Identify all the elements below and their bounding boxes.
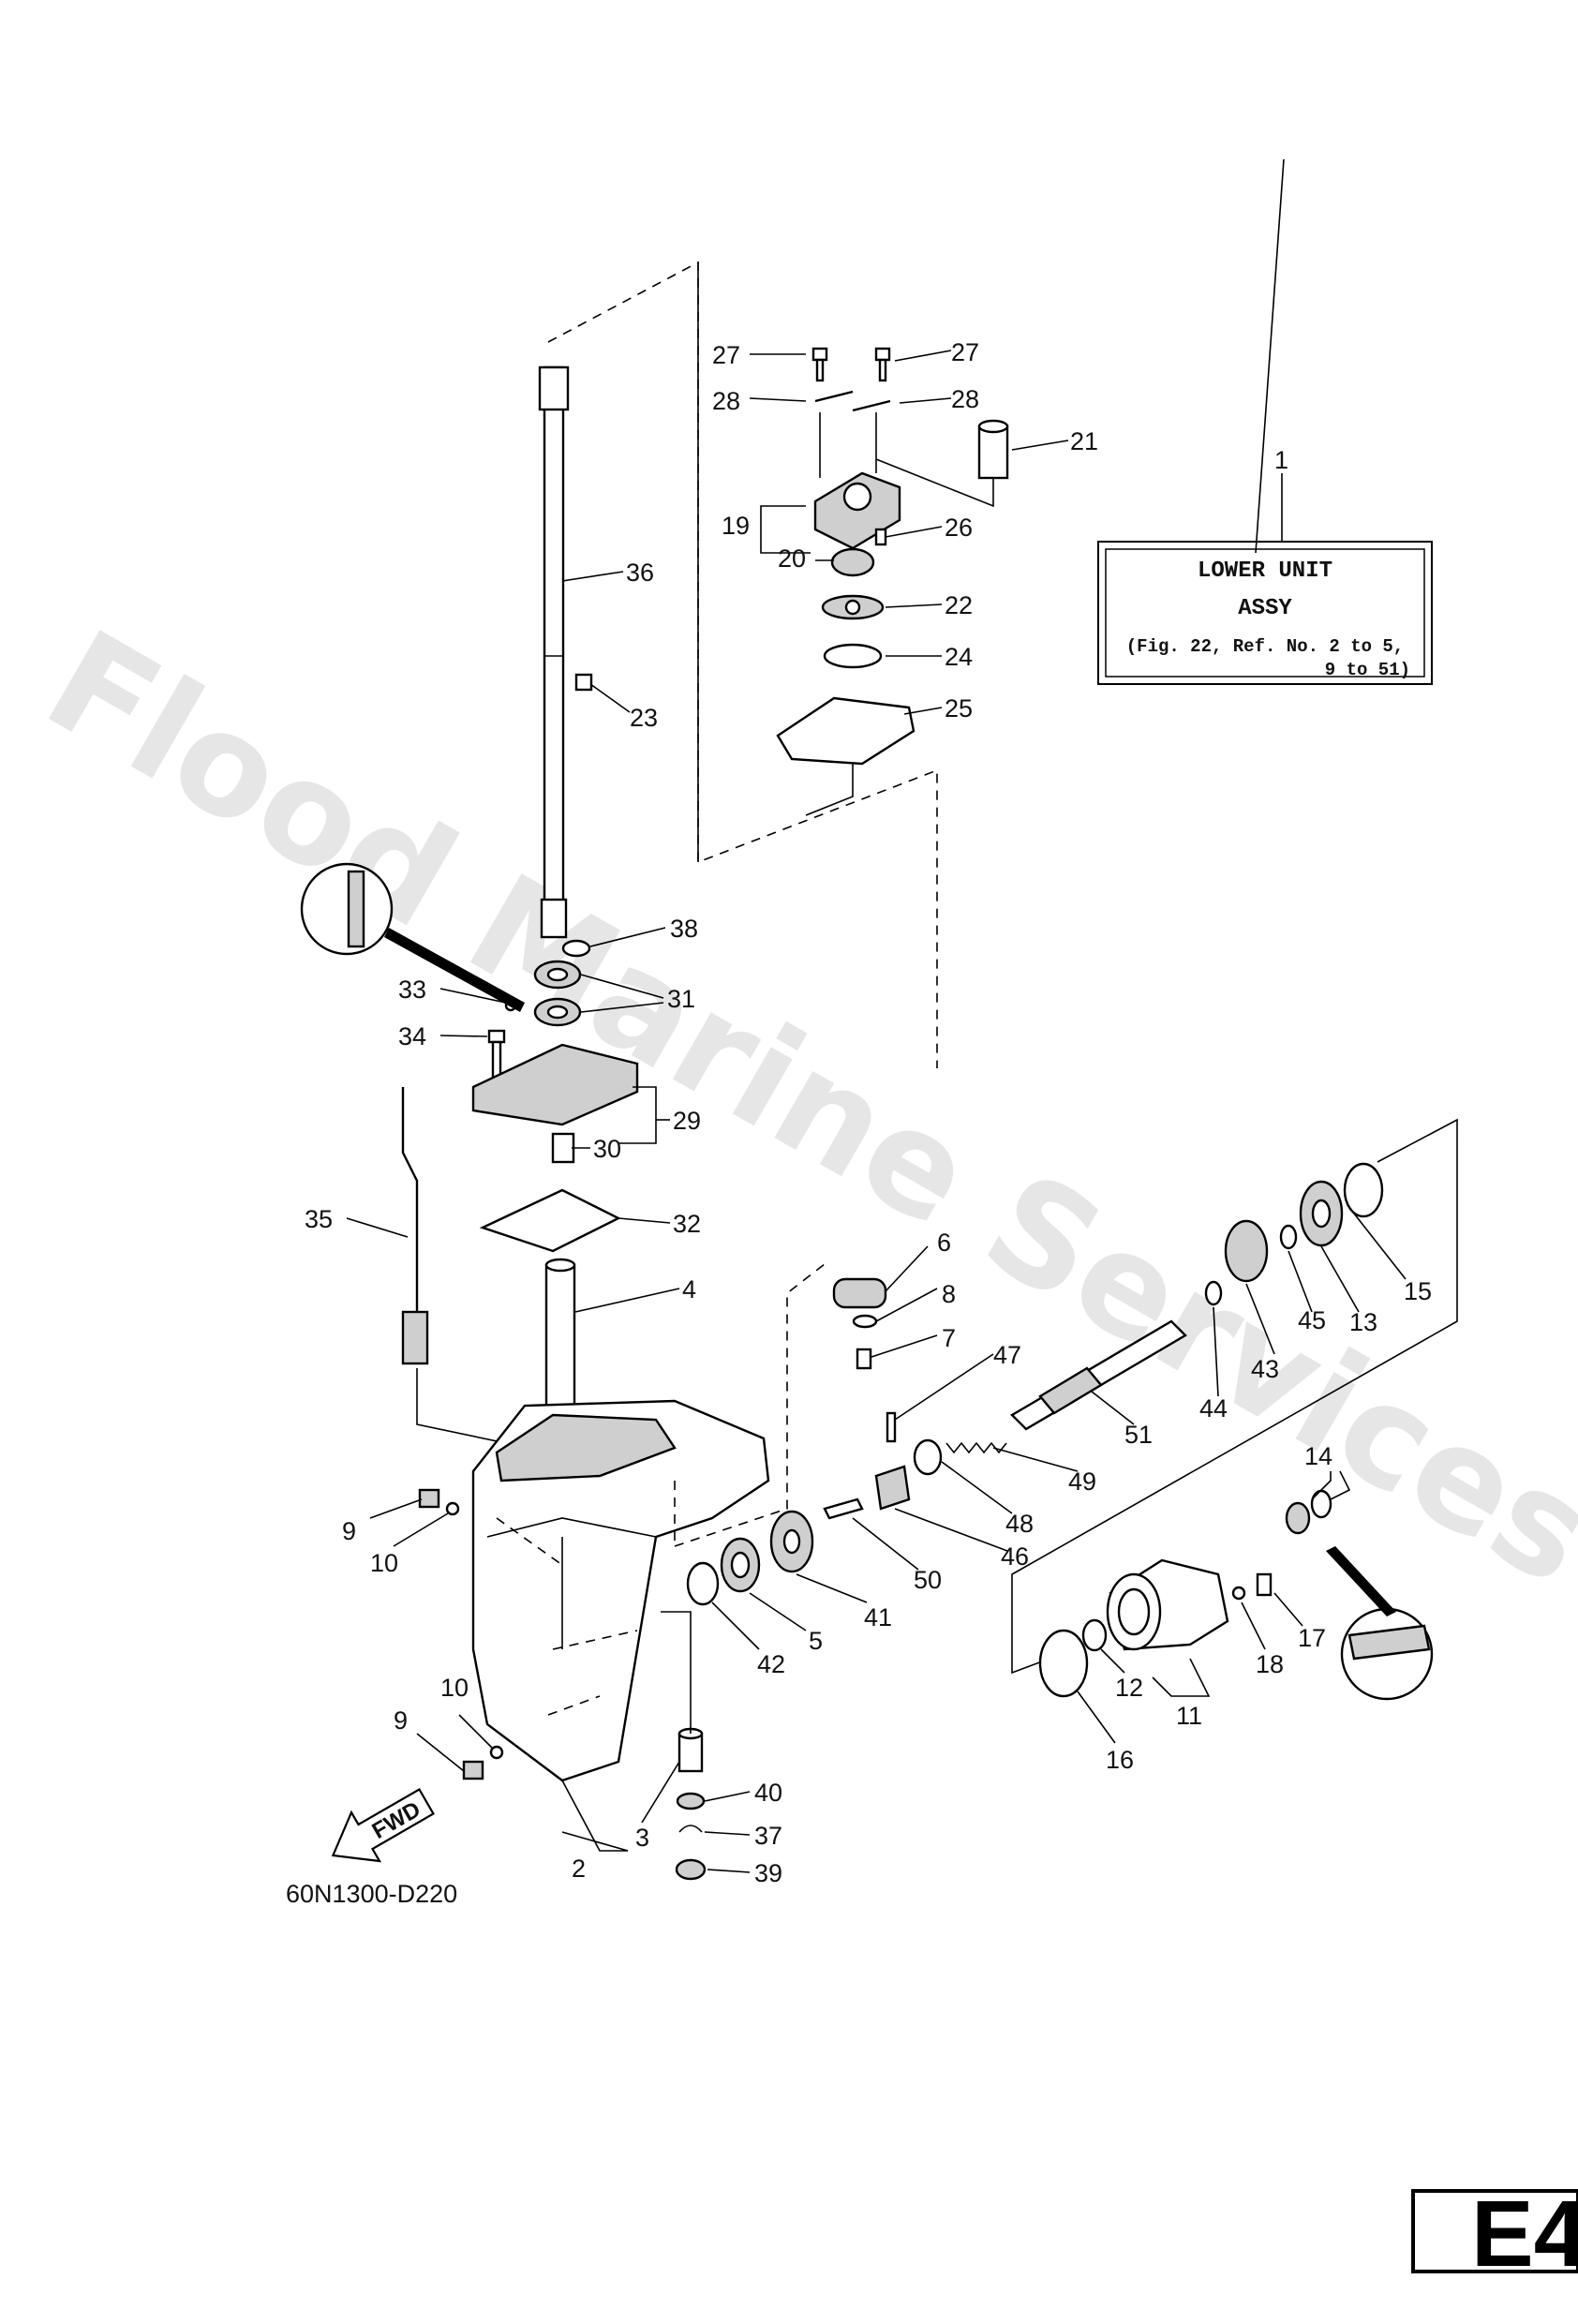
callout: 25 bbox=[945, 694, 973, 723]
callout: 28 bbox=[712, 387, 740, 415]
callout: 15 bbox=[1404, 1277, 1432, 1305]
callout: 36 bbox=[626, 559, 654, 587]
title-box-ref: 1 bbox=[1274, 446, 1288, 474]
callout: 41 bbox=[864, 1603, 892, 1631]
callout: 31 bbox=[667, 985, 695, 1013]
callout: 8 bbox=[942, 1280, 956, 1308]
callout: 30 bbox=[593, 1135, 621, 1163]
callout: 46 bbox=[1001, 1542, 1029, 1571]
page-tag: E4 bbox=[1411, 2182, 1578, 2287]
callout: 39 bbox=[754, 1859, 782, 1887]
callout: 18 bbox=[1256, 1650, 1284, 1678]
callout: 20 bbox=[778, 544, 806, 573]
callout: 29 bbox=[673, 1107, 701, 1135]
callout: 12 bbox=[1115, 1674, 1143, 1702]
callout: 34 bbox=[398, 1022, 426, 1050]
callout: 9 bbox=[342, 1517, 356, 1545]
lower-case bbox=[418, 1259, 830, 1881]
callout: 49 bbox=[1068, 1467, 1096, 1496]
callout: 5 bbox=[809, 1627, 823, 1655]
callout: 45 bbox=[1298, 1306, 1326, 1334]
callout: 2 bbox=[572, 1855, 586, 1883]
leader-lines bbox=[346, 158, 1407, 1873]
callout: 14 bbox=[1304, 1442, 1332, 1470]
callout: 23 bbox=[630, 704, 658, 732]
callout: 13 bbox=[1349, 1308, 1377, 1336]
callout: 47 bbox=[993, 1341, 1021, 1369]
title-box-line1: LOWER UNIT bbox=[1198, 559, 1332, 584]
title-box-line4: 9 to 51) bbox=[1325, 660, 1410, 680]
assembly-title-box: 1 LOWER UNIT ASSY (Fig. 22, Ref. No. 2 t… bbox=[1097, 446, 1433, 685]
page-tag-label: E4 bbox=[1471, 2182, 1578, 2287]
callout: 50 bbox=[914, 1566, 942, 1594]
callout: 35 bbox=[305, 1205, 333, 1233]
callout: 4 bbox=[682, 1275, 696, 1304]
callout: 40 bbox=[754, 1779, 782, 1807]
callout-labels: 27 27 28 28 21 19 26 20 22 24 25 36 23 3… bbox=[305, 338, 1432, 1887]
callout: 24 bbox=[945, 643, 973, 671]
driveshaft-assembly bbox=[300, 261, 938, 1444]
callout: 22 bbox=[945, 591, 973, 619]
callout: 26 bbox=[945, 514, 973, 542]
callout: 10 bbox=[370, 1549, 398, 1577]
water-pump-assembly bbox=[776, 347, 1009, 816]
callout: 33 bbox=[398, 976, 426, 1004]
title-box-line3: (Fig. 22, Ref. No. 2 to 5, bbox=[1126, 636, 1404, 657]
callout: 28 bbox=[951, 385, 979, 413]
callout: 11 bbox=[1176, 1702, 1202, 1730]
callout: 38 bbox=[670, 915, 698, 943]
callout: 16 bbox=[1106, 1746, 1134, 1774]
callout: 27 bbox=[951, 338, 979, 366]
callout: 3 bbox=[635, 1824, 649, 1852]
callout: 17 bbox=[1298, 1624, 1326, 1652]
drawing-code: 60N1300-D220 bbox=[286, 1880, 457, 1908]
callout: 9 bbox=[394, 1706, 408, 1735]
title-box-line2: ASSY bbox=[1238, 596, 1292, 621]
callout: 21 bbox=[1070, 427, 1098, 455]
callout: 19 bbox=[722, 512, 750, 540]
callout: 37 bbox=[754, 1822, 782, 1850]
callout: 42 bbox=[757, 1650, 785, 1678]
callout: 48 bbox=[1005, 1510, 1034, 1538]
callout: 10 bbox=[440, 1674, 469, 1702]
callout: 32 bbox=[673, 1210, 701, 1238]
callout: 6 bbox=[937, 1229, 951, 1257]
callout: 44 bbox=[1199, 1394, 1228, 1423]
callout: 7 bbox=[942, 1324, 956, 1352]
callout: 43 bbox=[1251, 1355, 1279, 1383]
callout: 27 bbox=[712, 341, 740, 369]
propeller-shaft-assembly bbox=[686, 1118, 1458, 1701]
callout: 51 bbox=[1124, 1421, 1153, 1449]
fwd-arrow: FWD bbox=[331, 1788, 435, 1863]
